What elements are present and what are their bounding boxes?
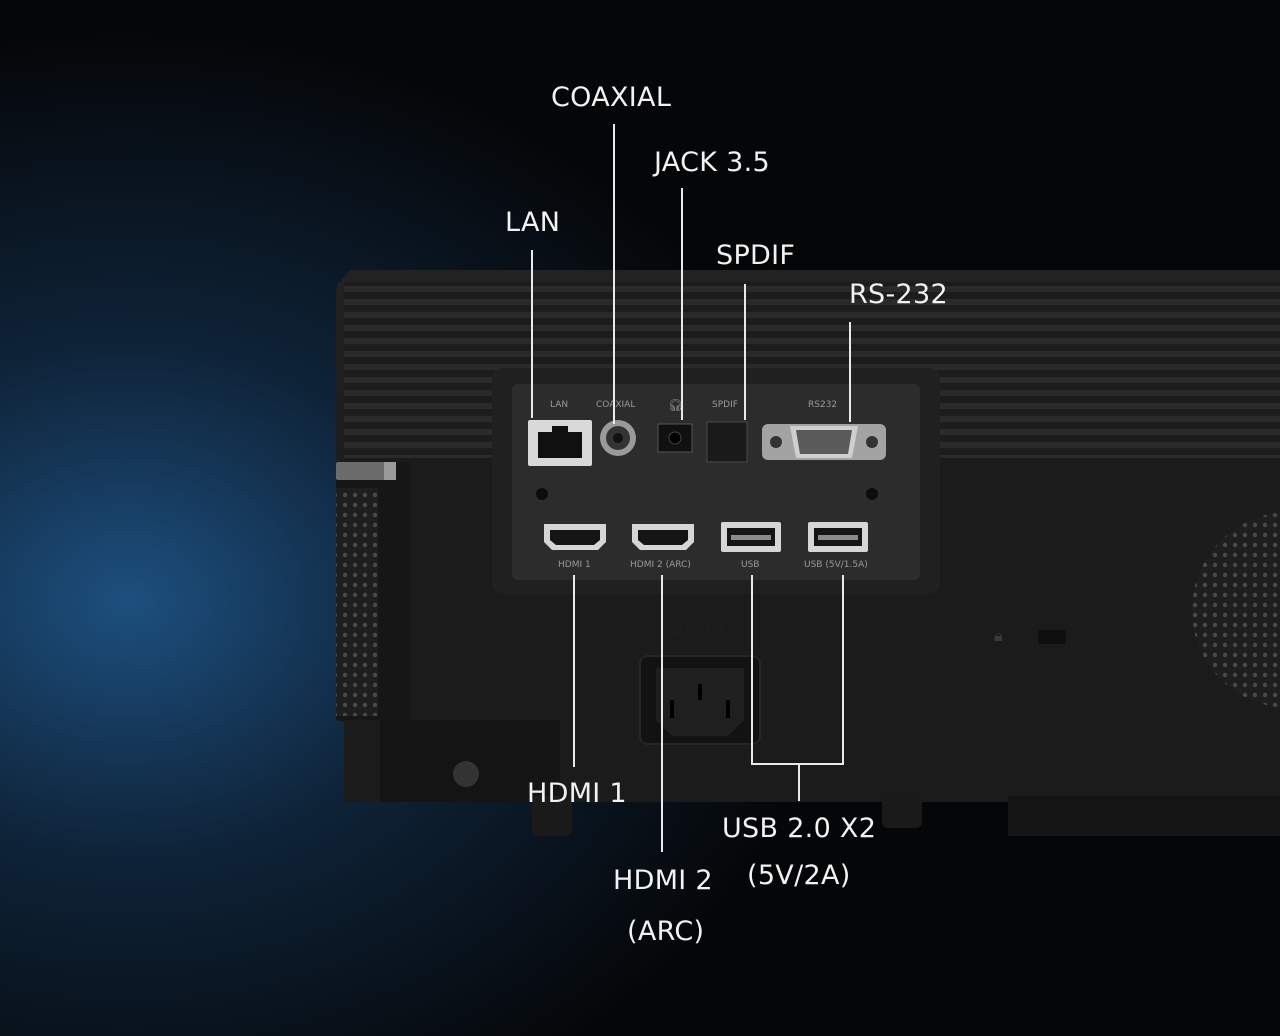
callout-lan: LAN	[505, 207, 561, 238]
spdif-port	[706, 421, 748, 463]
rs232-port	[762, 424, 886, 460]
leader-line-jack	[681, 188, 683, 420]
panel-label-hdmi2: HDMI 2 (ARC)	[630, 560, 691, 570]
callout-hdmi1: HDMI 1	[527, 778, 627, 809]
callout-hdmi2: HDMI 2	[613, 865, 713, 896]
leader-line-usb-join	[751, 763, 844, 765]
callout-rs232: RS-232	[849, 279, 948, 310]
leader-line-coaxial	[613, 124, 615, 424]
leader-line-usb-stem	[798, 763, 800, 801]
hdmi1-port	[544, 524, 606, 550]
connector-panel	[492, 368, 940, 594]
ac-in-label: AC IN	[664, 618, 734, 644]
leader-line-hdmi2	[661, 575, 663, 852]
panel-label-lan: LAN	[550, 400, 569, 410]
panel-label-rs232: RS232	[808, 400, 838, 410]
callout-jack: JACK 3.5	[654, 147, 770, 178]
speaker-grille-left	[336, 488, 378, 716]
panel-label-spdif: SPDIF	[712, 400, 738, 410]
leader-line-lan	[531, 250, 533, 418]
usb-port	[721, 522, 781, 552]
panel-label-usb: USB	[741, 560, 760, 570]
callout-usb-power: (5V/2A)	[747, 860, 851, 891]
lan-port	[528, 420, 592, 466]
callout-usb: USB 2.0 X2	[722, 813, 877, 844]
coaxial-port	[600, 420, 636, 456]
leader-line-hdmi1	[573, 575, 575, 767]
callout-hdmi2-arc: (ARC)	[627, 916, 705, 947]
usb-power-port	[808, 522, 868, 552]
panel-label-hdmi1: HDMI 1	[558, 560, 591, 570]
speaker-grille-right	[1192, 512, 1280, 708]
ac-inlet	[639, 655, 761, 745]
headphone-icon: 🎧︎	[668, 398, 684, 412]
leader-line-rs232	[849, 322, 851, 422]
panel-label-usb-power: USB (5V/1.5A)	[804, 560, 868, 570]
lock-icon: 🔒︎	[994, 626, 1003, 645]
leader-line-spdif	[744, 284, 746, 420]
leader-line-usb-a	[751, 575, 753, 765]
panel-label-coaxial: COAXIAL	[596, 400, 636, 410]
leader-line-usb-b	[842, 575, 844, 765]
hdmi2-port	[632, 524, 694, 550]
jack-port	[657, 423, 693, 453]
callout-coaxial: COAXIAL	[551, 82, 672, 113]
callout-spdif: SPDIF	[716, 240, 796, 271]
